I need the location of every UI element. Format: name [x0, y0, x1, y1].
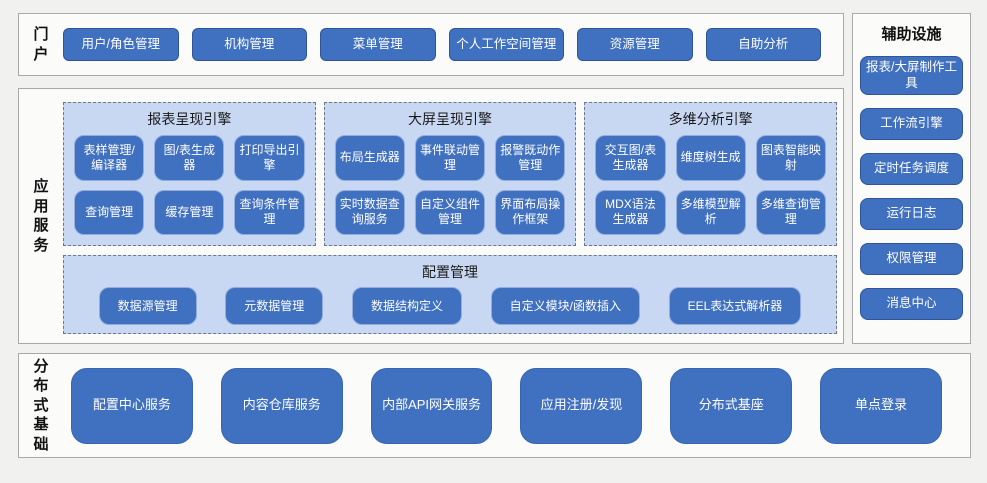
- bigscreen-engine-button[interactable]: 实时数据查询服务: [334, 189, 405, 235]
- bigscreen-engine-title: 大屏呈现引擎: [408, 111, 492, 127]
- portal-button[interactable]: 资源管理: [577, 28, 693, 61]
- app-services-content: 报表呈现引擎 表样管理/编译器图/表生成器打印导出引擎查询管理缓存管理查询条件管…: [63, 89, 843, 343]
- olap-engine-grid: 交互图/表生成器维度树生成图表智能映射 MDX语法生成器多维模型解析多维查询管理: [585, 134, 836, 245]
- report-engine-button[interactable]: 查询管理: [74, 189, 145, 235]
- config-button-row: 数据源管理元数据管理数据结构定义自定义模块/函数插入 EEL表达式解析器: [64, 287, 836, 333]
- app-services-section: 应用服务 报表呈现引擎 表样管理/编译器图/表生成器打印导出引擎查询管理缓存管理…: [18, 88, 844, 344]
- olap-engine-title: 多维分析引擎: [668, 111, 753, 127]
- auxiliary-section: 辅助设施 报表/大屏制作工具工作流引擎定时任务调度运行日志权限管理消息中心: [852, 13, 971, 344]
- config-button[interactable]: 数据结构定义: [351, 287, 462, 325]
- portal-button[interactable]: 菜单管理: [320, 28, 436, 61]
- auxiliary-button[interactable]: 运行日志: [860, 198, 963, 231]
- auxiliary-button[interactable]: 权限管理: [860, 243, 963, 276]
- distributed-button[interactable]: 分布式基座: [670, 367, 793, 444]
- config-button[interactable]: 自定义模块/函数插入: [490, 287, 640, 325]
- bigscreen-engine-button[interactable]: 报警既动作管理: [495, 135, 566, 181]
- bigscreen-engine-button[interactable]: 界面布局操作框架: [495, 189, 566, 235]
- app-services-label-text: 应用服务: [33, 178, 49, 254]
- app-services-label: 应用服务: [19, 89, 63, 343]
- report-engine-button[interactable]: 查询条件管理: [234, 189, 305, 235]
- distributed-button[interactable]: 配置中心服务: [71, 367, 193, 444]
- olap-engine-button[interactable]: 交互图/表生成器: [595, 135, 666, 181]
- config-button[interactable]: 数据源管理: [98, 287, 197, 325]
- bigscreen-engine-grid: 布局生成器事件联动管理报警既动作管理实时数据查询服务自定义组件管理界面布局操作框…: [325, 134, 576, 245]
- auxiliary-button[interactable]: 消息中心: [860, 288, 963, 321]
- portal-section: 门户 用户/角色管理机构管理菜单管理个人工作空间管理资源管理自助分析: [18, 13, 844, 76]
- portal-button[interactable]: 自助分析: [705, 28, 821, 61]
- distributed-button[interactable]: 内容仓库服务: [220, 367, 343, 444]
- portal-section-label-text: 门户: [33, 26, 49, 63]
- portal-button[interactable]: 个人工作空间管理: [448, 28, 564, 61]
- distributed-base-section: 分布式基础 配置中心服务内容仓库服务内部API网关服务应用注册/发现分布式基座单…: [18, 353, 971, 458]
- bigscreen-engine-box: 大屏呈现引擎 布局生成器事件联动管理报警既动作管理实时数据查询服务自定义组件管理…: [323, 102, 577, 246]
- distributed-button[interactable]: 单点登录: [820, 367, 942, 444]
- olap-engine-box: 多维分析引擎 交互图/表生成器维度树生成图表智能映射 MDX语法生成器多维模型解析…: [584, 102, 838, 246]
- auxiliary-button-column: 报表/大屏制作工具工作流引擎定时任务调度运行日志权限管理消息中心: [853, 54, 970, 343]
- portal-button[interactable]: 机构管理: [191, 28, 307, 61]
- report-engine-button[interactable]: 表样管理/编译器: [74, 135, 145, 181]
- report-engine-title: 报表呈现引擎: [147, 111, 232, 127]
- distributed-button[interactable]: 应用注册/发现: [520, 367, 643, 444]
- distributed-base-label-text: 分布式基础: [33, 357, 49, 453]
- engine-row: 报表呈现引擎 表样管理/编译器图/表生成器打印导出引擎查询管理缓存管理查询条件管…: [63, 102, 838, 246]
- config-management-box: 配置管理 数据源管理元数据管理数据结构定义自定义模块/函数插入 EEL表达式解析器: [63, 255, 837, 334]
- portal-button-row: 用户/角色管理机构管理菜单管理个人工作空间管理资源管理自助分析: [63, 14, 843, 75]
- portal-button[interactable]: 用户/角色管理: [63, 28, 179, 61]
- report-engine-box: 报表呈现引擎 表样管理/编译器图/表生成器打印导出引擎查询管理缓存管理查询条件管…: [63, 102, 316, 246]
- olap-engine-button[interactable]: MDX语法生成器: [595, 189, 666, 235]
- auxiliary-section-title: 辅助设施: [881, 26, 942, 43]
- config-button[interactable]: EEL表达式解析器: [668, 287, 802, 325]
- auxiliary-button[interactable]: 工作流引擎: [860, 108, 963, 141]
- olap-engine-button[interactable]: 多维模型解析: [675, 189, 746, 235]
- config-button[interactable]: 元数据管理: [225, 287, 324, 325]
- report-engine-button[interactable]: 打印导出引擎: [234, 135, 305, 181]
- olap-engine-button[interactable]: 维度树生成: [675, 135, 746, 181]
- distributed-base-label: 分布式基础: [19, 354, 63, 457]
- olap-engine-button[interactable]: 图表智能映射: [755, 135, 827, 181]
- portal-section-label: 门户: [19, 14, 63, 75]
- bigscreen-engine-button[interactable]: 事件联动管理: [414, 135, 486, 181]
- report-engine-button[interactable]: 缓存管理: [154, 189, 225, 235]
- bigscreen-engine-button[interactable]: 布局生成器: [334, 135, 405, 181]
- distributed-button-row: 配置中心服务内容仓库服务内部API网关服务应用注册/发现分布式基座单点登录: [63, 354, 970, 457]
- bigscreen-engine-button[interactable]: 自定义组件管理: [414, 189, 486, 235]
- olap-engine-button[interactable]: 多维查询管理: [755, 189, 827, 235]
- distributed-button[interactable]: 内部API网关服务: [370, 367, 493, 444]
- config-management-title: 配置管理: [422, 264, 478, 280]
- report-engine-button[interactable]: 图/表生成器: [154, 135, 225, 181]
- auxiliary-button[interactable]: 定时任务调度: [860, 153, 963, 186]
- report-engine-grid: 表样管理/编译器图/表生成器打印导出引擎查询管理缓存管理查询条件管理: [64, 134, 315, 245]
- auxiliary-button[interactable]: 报表/大屏制作工具: [860, 56, 963, 96]
